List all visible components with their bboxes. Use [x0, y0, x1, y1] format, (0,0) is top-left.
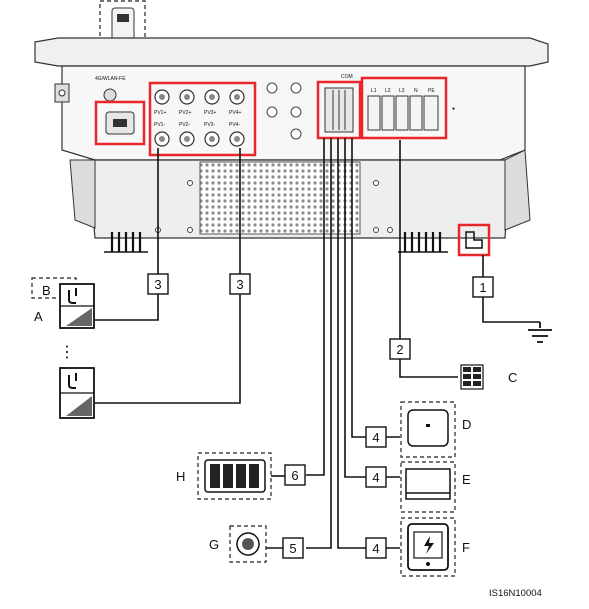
pv4-minus-label: PV4- [229, 122, 240, 128]
device-a-label: A [34, 309, 43, 324]
device-g: G [209, 525, 283, 563]
pv-device-group: B A ⋮ [31, 277, 95, 419]
pv1-plus-label: PV1+ [154, 110, 166, 116]
device-h-label: H [176, 469, 185, 484]
ac-pe-label: PE [428, 88, 435, 94]
smart-dongle-icon [117, 14, 129, 22]
callout-1: 1 [479, 280, 486, 295]
battery-icon [204, 459, 266, 493]
pv1-minus-label: PV1- [154, 122, 165, 128]
lan-port: 4G/WLAN-FE [94, 76, 146, 146]
figure-id: IS16N10004 [489, 588, 542, 599]
pv-terminals: PV1+ PV2+ PV3+ PV4+ PV1- PV2- PV3- PV4- [148, 81, 257, 157]
svg-text:●: ● [452, 106, 455, 112]
inverter-device-icon [407, 409, 449, 447]
device-g-label: G [209, 537, 219, 552]
pv4-plus-label: PV4+ [229, 110, 241, 116]
ellipsis-label: ⋮ [59, 344, 75, 361]
device-d-label: D [462, 417, 471, 432]
ac-l1-label: L1 [371, 88, 377, 94]
power-meter-icon [407, 523, 449, 571]
pv2-minus-label: PV2- [179, 122, 190, 128]
callout-2: 2 [396, 342, 403, 357]
device-e: E [400, 461, 471, 513]
device-f: F [400, 517, 470, 577]
ground-terminal [457, 223, 491, 257]
ground-icon [528, 322, 552, 343]
ac-n-label: N [414, 88, 418, 94]
callout-4-d: 4 [372, 430, 379, 445]
pv-module-icon [59, 283, 95, 329]
callouts: 3 3 1 2 4 4 4 5 6 [147, 273, 494, 559]
callout-3-left: 3 [154, 277, 161, 292]
ac-l3-label: L3 [399, 88, 405, 94]
device-e-label: E [462, 472, 471, 487]
pv3-plus-label: PV3+ [204, 110, 216, 116]
inverter: ● [34, 37, 549, 253]
pv3-minus-label: PV3- [204, 122, 215, 128]
device-b-label: B [42, 283, 51, 298]
pv2-plus-label: PV2+ [179, 110, 191, 116]
callout-6: 6 [291, 468, 298, 483]
com-port: COM [316, 74, 362, 140]
callout-4-e: 4 [372, 470, 379, 485]
device-d: D [400, 401, 471, 458]
pv-module-icon [59, 367, 95, 419]
callout-5: 5 [289, 541, 296, 556]
callout-3-right: 3 [236, 277, 243, 292]
ac-terminals: L1 L2 L3 N PE [360, 76, 448, 140]
callout-4-f: 4 [372, 541, 379, 556]
com-label: COM [341, 74, 353, 80]
device-c-label: C [508, 370, 517, 385]
device-h: H [176, 452, 285, 500]
ac-l2-label: L2 [385, 88, 391, 94]
device-f-label: F [462, 540, 470, 555]
lan-port-label: 4G/WLAN-FE [95, 76, 126, 82]
ac-switch-icon: C [460, 364, 517, 390]
display-device-icon [405, 468, 451, 500]
